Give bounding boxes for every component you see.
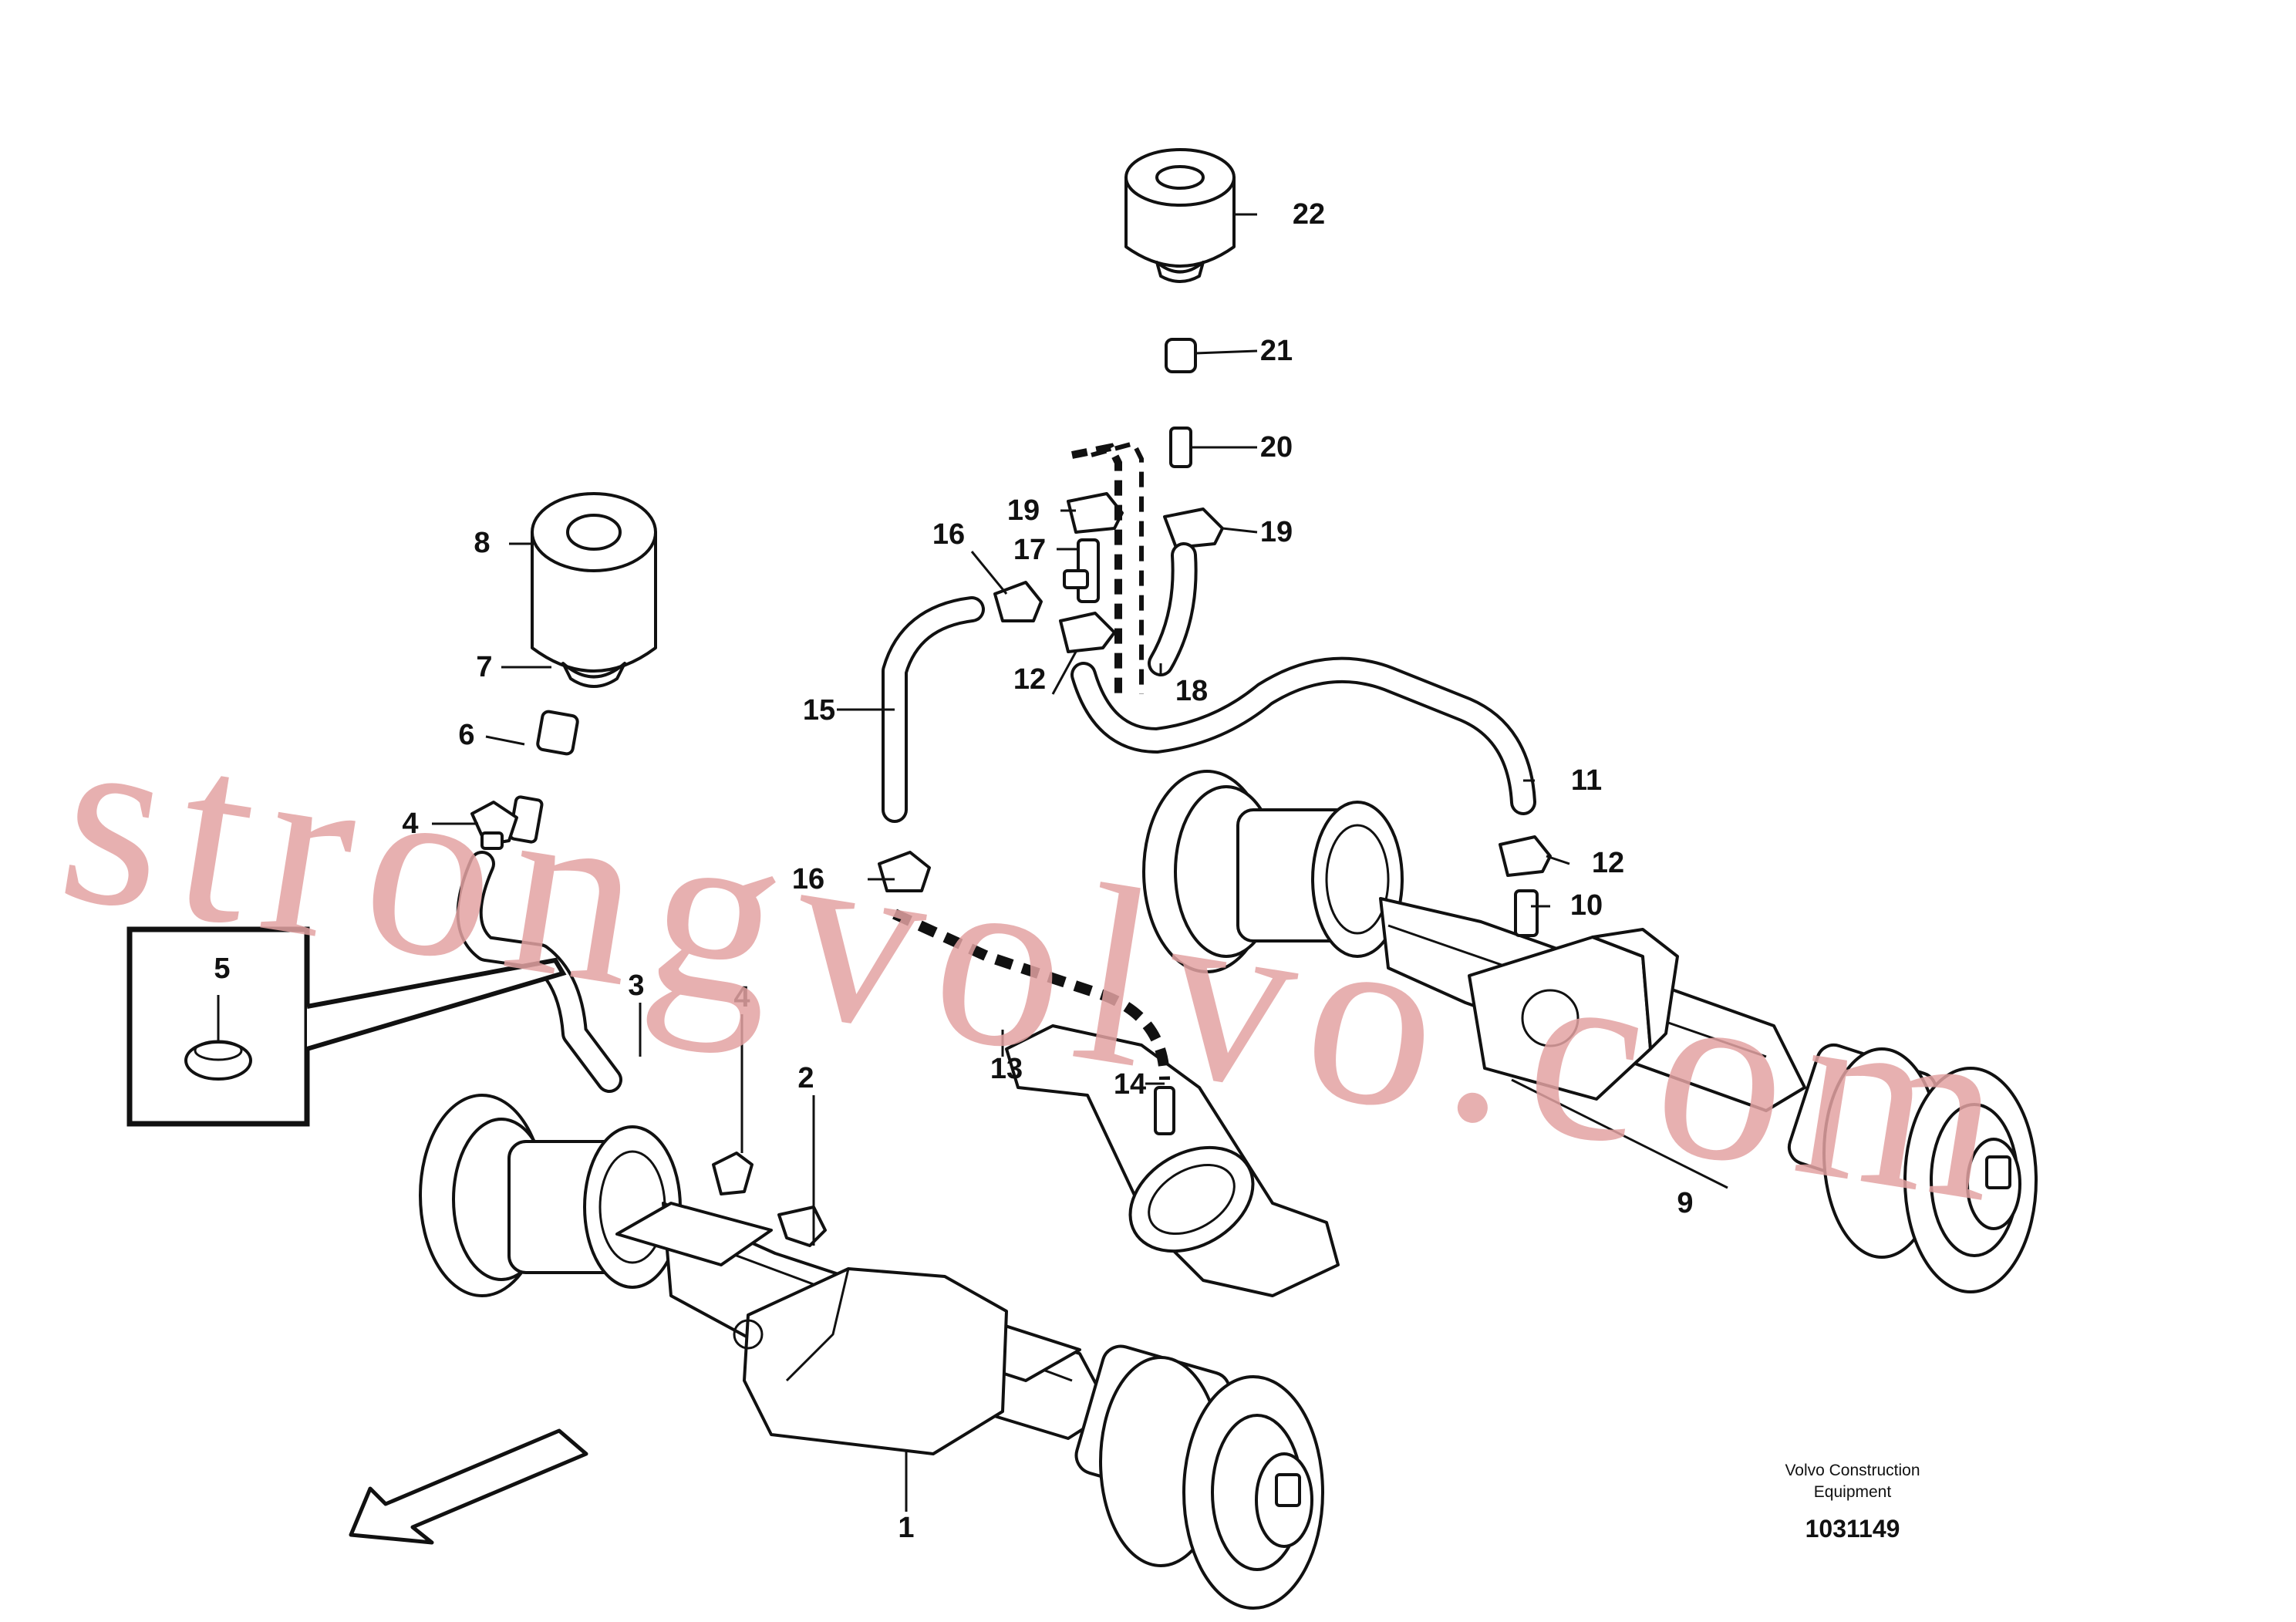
document-number: 1031149 (1805, 1515, 1900, 1543)
breather-filter-left (470, 492, 657, 850)
callout-21: 21 (1260, 335, 1293, 367)
callout-14: 14 (1114, 1068, 1146, 1101)
inset-detail-5 (126, 926, 567, 1127)
caption-line-1: Volvo Construction (1785, 1462, 1920, 1479)
callout-16-lower: 16 (792, 863, 824, 895)
dashed-hose-continuations (892, 440, 1170, 1081)
callout-16-upper: 16 (932, 518, 965, 551)
leader-lines (217, 213, 1728, 1512)
callout-19-right: 19 (1260, 516, 1293, 548)
callout-20: 20 (1260, 431, 1293, 464)
callout-22: 22 (1293, 198, 1325, 231)
watermark-text: strongvolvo.com (46, 672, 2038, 1259)
hoses (456, 542, 1536, 1093)
callout-12-lower: 12 (1592, 847, 1624, 879)
callout-15: 15 (803, 694, 835, 727)
callout-11: 11 (1571, 764, 1602, 797)
caption-line-2: Equipment (1814, 1483, 1892, 1501)
front-axle (419, 1094, 1324, 1610)
axle-bracket (1005, 1024, 1340, 1297)
callout-19-left: 19 (1007, 494, 1040, 527)
callout-6: 6 (458, 719, 474, 751)
callout-1: 1 (898, 1512, 914, 1544)
caption-block: Volvo Construction Equipment 1031149 (1785, 1462, 1920, 1543)
callout-7: 7 (476, 651, 492, 683)
callout-13: 13 (990, 1053, 1023, 1085)
callout-5: 5 (214, 953, 230, 985)
callout-10: 10 (1570, 889, 1603, 922)
breather-filter-right (878, 148, 1552, 892)
callout-9: 9 (1677, 1187, 1693, 1219)
callout-2: 2 (797, 1062, 814, 1094)
callout-labels: 1 2 3 4 4 5 6 7 8 9 10 11 12 12 13 14 15… (214, 198, 1693, 1544)
direction-arrow (349, 1428, 588, 1545)
callout-8: 8 (474, 527, 490, 559)
callout-4: 4 (402, 808, 418, 840)
callout-12-upper: 12 (1013, 663, 1046, 696)
callout-3: 3 (628, 969, 644, 1002)
callout-18: 18 (1175, 675, 1208, 707)
callout-4-lower: 4 (733, 981, 750, 1013)
rear-axle (1142, 770, 2038, 1293)
callout-17: 17 (1013, 534, 1046, 566)
